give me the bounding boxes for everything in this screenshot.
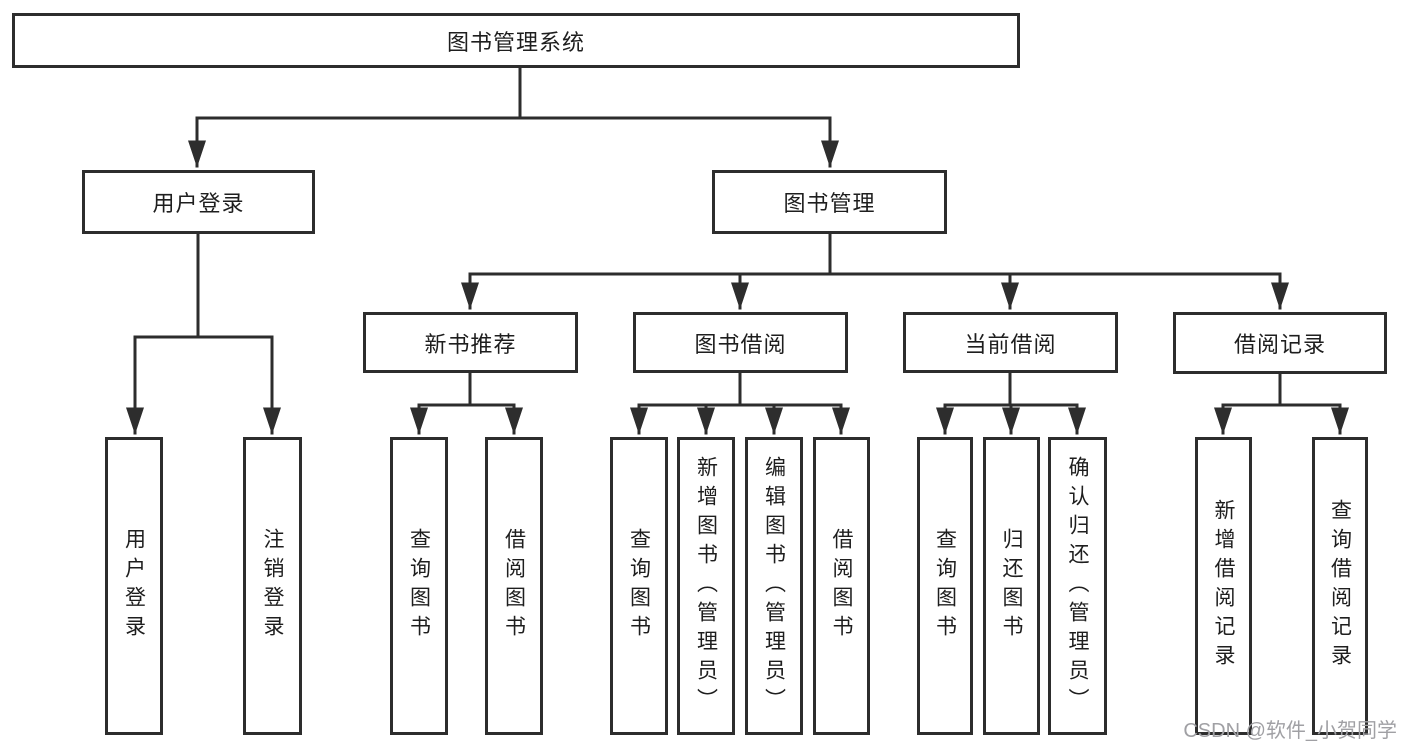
node-current-borrow: 当前借阅 xyxy=(903,312,1118,373)
node-book-borrow: 图书借阅 xyxy=(633,312,848,373)
node-label: 借阅图书 xyxy=(830,528,853,644)
node-label: 图书管理 xyxy=(783,191,876,216)
node-borrow-records: 借阅记录 xyxy=(1173,312,1387,374)
leaf-user-login: 用户登录 xyxy=(105,437,163,735)
leaf-add-books-admin: 新增图书（管理员） xyxy=(677,437,735,735)
leaf-query-books-2: 查询图书 xyxy=(610,437,668,735)
leaf-add-borrow-record: 新增借阅记录 xyxy=(1195,437,1252,735)
leaf-query-books-3: 查询图书 xyxy=(917,437,973,735)
leaf-confirm-return-admin: 确认归还（管理员） xyxy=(1048,437,1107,735)
node-label: 查询借阅记录 xyxy=(1328,499,1352,673)
node-label: 注销登录 xyxy=(261,528,284,644)
leaf-logout: 注销登录 xyxy=(243,437,302,735)
node-label: 查询图书 xyxy=(627,528,651,644)
leaf-borrow-books-1: 借阅图书 xyxy=(485,437,543,735)
node-label: 借阅记录 xyxy=(1233,332,1326,357)
node-label: 新书推荐 xyxy=(424,331,517,357)
node-new-book-recommend: 新书推荐 xyxy=(363,312,578,373)
node-label: 图书借阅 xyxy=(694,331,787,357)
node-user-login-branch: 用户登录 xyxy=(82,170,315,234)
leaf-edit-books-admin: 编辑图书（管理员） xyxy=(745,437,803,735)
node-label: 新增借阅记录 xyxy=(1212,499,1235,673)
node-label: 确认归还（管理员） xyxy=(1066,455,1089,717)
node-root-system: 图书管理系统 xyxy=(12,13,1020,68)
node-label: 当前借阅 xyxy=(964,331,1057,357)
leaf-query-borrow-record: 查询借阅记录 xyxy=(1312,437,1368,735)
node-label: 用户登录 xyxy=(152,191,245,216)
node-label: 查询图书 xyxy=(933,528,957,644)
node-label: 借阅图书 xyxy=(502,528,526,644)
node-label: 归还图书 xyxy=(1000,528,1023,644)
csdn-watermark: CSDN @软件_小贺同学 xyxy=(1183,720,1397,742)
leaf-return-books: 归还图书 xyxy=(983,437,1040,735)
leaf-query-books-1: 查询图书 xyxy=(390,437,448,735)
node-label: 查询图书 xyxy=(407,528,431,644)
node-label: 新增图书（管理员） xyxy=(694,455,718,717)
node-label: 用户登录 xyxy=(122,528,146,644)
node-label: 编辑图书（管理员） xyxy=(762,455,786,717)
node-label: 图书管理系统 xyxy=(446,29,585,55)
node-book-management: 图书管理 xyxy=(712,170,947,234)
leaf-borrow-books-2: 借阅图书 xyxy=(813,437,870,735)
